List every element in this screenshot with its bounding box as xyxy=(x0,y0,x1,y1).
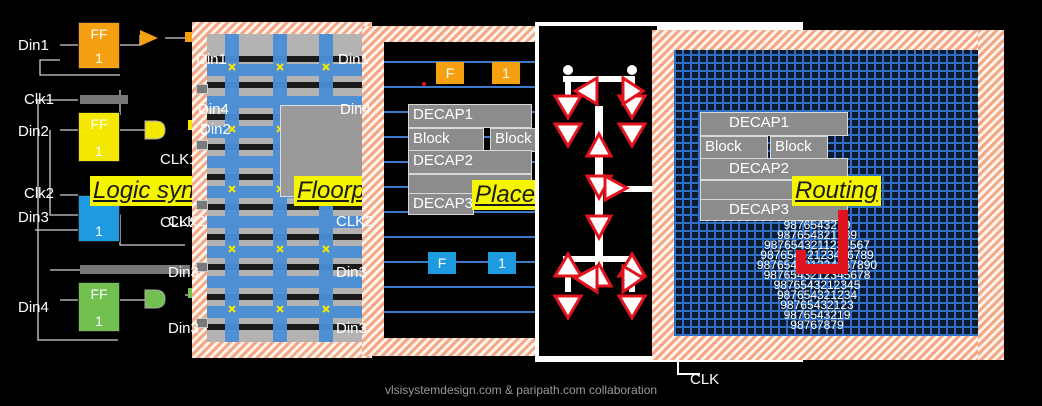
floorplan-pin-label: Din4 xyxy=(198,101,229,118)
placement-pin-label: Din3 xyxy=(336,320,367,337)
placement-pin-label: Din3 xyxy=(336,264,367,281)
logic-wiring xyxy=(35,30,200,341)
floorplan-pin-label: Din3 xyxy=(168,264,199,281)
stage-title-routing: Routing xyxy=(792,176,881,206)
routing-block: Block xyxy=(770,136,828,160)
placed-cell: F xyxy=(436,62,464,84)
placement-pin-label: Din1 xyxy=(338,51,369,68)
signal-label: CLK1 xyxy=(160,151,198,168)
signal-label: Din4 xyxy=(18,299,49,316)
logic-synthesis-panel: Din1 Clk1 Din2 CLK1 Clk2 Din3 CLK2 Din4 … xyxy=(0,0,261,360)
placed-cell: 1 xyxy=(492,62,520,84)
io-pin xyxy=(196,318,208,328)
floorplan-pin-label: Din3 xyxy=(168,320,199,337)
placement-decap: DECAP2 xyxy=(408,150,532,174)
placed-cell: 1 xyxy=(488,252,516,274)
footer-credit: vlsisystemdesign.com & paripath.com coll… xyxy=(384,383,658,397)
signal-label: CLK2 xyxy=(160,214,198,231)
routing-die-right-edge xyxy=(978,30,1004,360)
placement-block: Block xyxy=(490,128,542,152)
placement-decap: DECAP1 xyxy=(408,104,532,128)
placed-cell: F xyxy=(428,252,456,274)
signal-label: Clk2 xyxy=(24,185,55,202)
signal-label: Din3 xyxy=(18,209,49,226)
placement-block: Block xyxy=(408,128,484,152)
signal-label: Din2 xyxy=(18,123,49,140)
io-pin xyxy=(196,84,208,94)
clock-tree xyxy=(552,65,657,321)
routing-decap: DECAP1 xyxy=(700,112,848,136)
signal-label: Din1 xyxy=(18,37,49,54)
routed-clock-net xyxy=(796,210,848,274)
floorplan-pin-label: CLK2 xyxy=(168,213,206,230)
routing-block: Block xyxy=(700,136,768,160)
clock-pin-wire xyxy=(677,356,700,375)
io-pin xyxy=(196,200,208,210)
signal-label: Clk1 xyxy=(24,91,55,108)
clock-pin-label: CLK xyxy=(690,371,720,388)
io-pin xyxy=(196,140,208,150)
floorplan-pin-label: Din2 xyxy=(200,121,231,138)
placement-decap: DECAP3 xyxy=(408,193,474,215)
routing-decap: DECAP2 xyxy=(700,158,848,180)
placement-pin-label: Din4 xyxy=(340,101,371,118)
floorplan-pin-label: Din1 xyxy=(196,51,227,68)
io-pin xyxy=(196,262,208,272)
placement-pin-label: CLK2 xyxy=(336,213,374,230)
